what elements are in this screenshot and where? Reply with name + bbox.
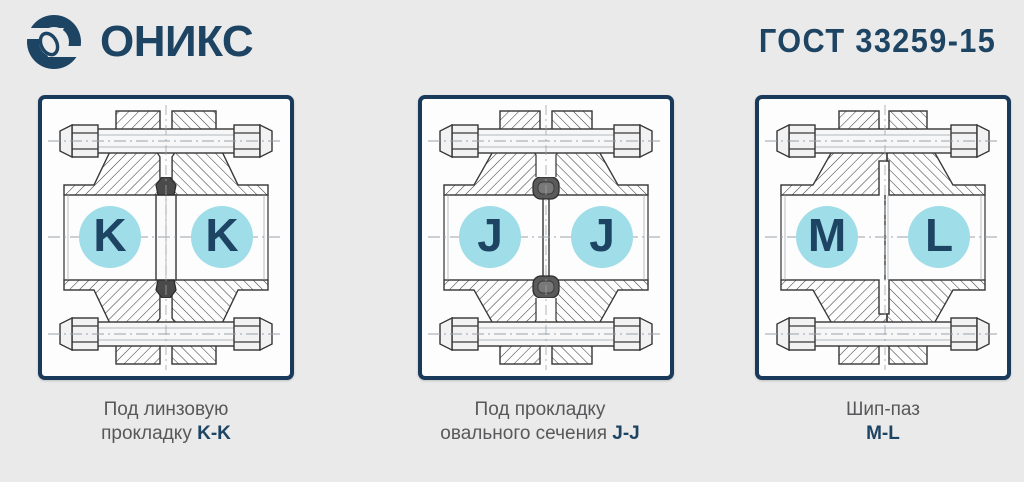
caption-line-2: M-L xyxy=(733,422,1024,446)
panel-caption-lens-gasket: Под линзовую прокладку K-K xyxy=(16,398,316,447)
marker-letter-left: J xyxy=(477,209,503,261)
marker-letter-left: K xyxy=(93,209,126,261)
marker-circle-left xyxy=(796,206,858,268)
marker-circle-right xyxy=(908,206,970,268)
standard-label: ГОСТ 33259-15 xyxy=(758,22,996,59)
marker-letter-left: M xyxy=(808,209,846,261)
marker-circle-right xyxy=(571,206,633,268)
flange-cross-section-drawing-jj: J J xyxy=(428,105,664,370)
caption-line-1: Под линзовую xyxy=(103,399,229,420)
flange-cross-section-drawing-ml: M L xyxy=(765,105,1001,370)
brand-logo: ОНИКС xyxy=(18,12,254,72)
caption-line-2: прокладку K-K xyxy=(16,422,316,446)
brand-name: ОНИКС xyxy=(100,17,254,66)
onyx-circular-logo-icon xyxy=(20,15,88,69)
marker-letter-right: J xyxy=(589,209,615,261)
caption-line-1: Под прокладку xyxy=(474,399,606,420)
flange-panel-tongue-groove: M L xyxy=(755,95,1011,380)
caption-line-1: Шип-паз xyxy=(846,399,920,420)
flange-cross-section-drawing-kk: K K xyxy=(48,105,284,370)
marker-letter-right: K xyxy=(205,209,238,261)
marker-circle-left xyxy=(79,206,141,268)
marker-letter-right: L xyxy=(925,209,953,261)
caption-line-2: овального сечения J-J xyxy=(390,422,690,446)
caption-prefix: прокладку xyxy=(101,423,198,445)
caption-code: J-J xyxy=(612,423,640,445)
flange-panel-lens-gasket: K K xyxy=(38,95,294,380)
panel-caption-oval-gasket: Под прокладку овального сечения J-J xyxy=(390,398,690,447)
panel-caption-tongue-groove: Шип-паз M-L xyxy=(733,398,1024,447)
marker-circle-left xyxy=(459,206,521,268)
caption-prefix: овального сечения xyxy=(440,423,613,445)
caption-code: K-K xyxy=(197,423,231,445)
flange-panel-oval-gasket: J J xyxy=(418,95,674,380)
marker-circle-right xyxy=(191,206,253,268)
caption-code: M-L xyxy=(866,423,900,445)
